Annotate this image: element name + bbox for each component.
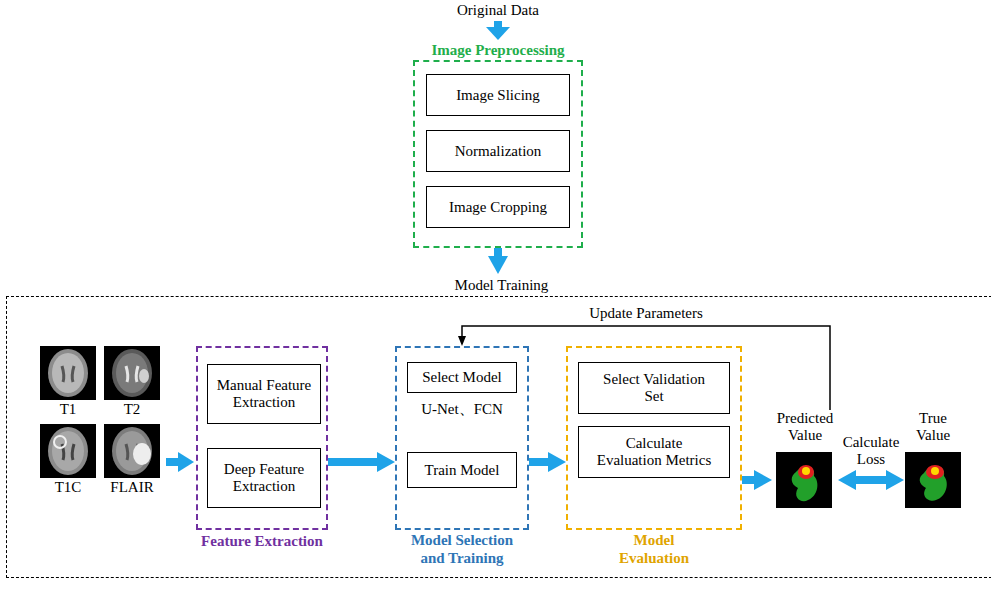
image-ground xyxy=(104,346,160,400)
box-label: Image Slicing xyxy=(456,87,540,104)
enhancing-region xyxy=(931,467,939,475)
edge-label: Calculate Loss xyxy=(837,434,905,468)
box-label: Normalization xyxy=(455,143,542,160)
box-label: Calculate Evaluation Metrics xyxy=(594,435,714,469)
lesion-ring xyxy=(54,436,66,448)
flow-arrow xyxy=(856,476,886,484)
brain-matter xyxy=(52,353,84,393)
box-label: Deep Feature Extraction xyxy=(212,461,316,495)
connector-group xyxy=(328,248,886,480)
process-box: Calculate Evaluation Metrics xyxy=(578,426,730,478)
ventricle xyxy=(62,366,74,382)
flow-arrow xyxy=(529,458,548,466)
segmentation-image xyxy=(776,452,832,508)
core-region xyxy=(926,465,944,479)
process-box: Train Model xyxy=(407,452,517,488)
group-box: Select ModelU-Net、FCN Train ModelModel Se… xyxy=(395,346,529,570)
arrow-head xyxy=(178,452,194,472)
process-box: Manual Feature Extraction xyxy=(207,364,321,424)
arrow-shaft xyxy=(166,458,179,466)
image-node: True Value xyxy=(904,410,962,510)
process-box: Select ModelU-Net、FCN xyxy=(407,362,517,428)
arrow-head xyxy=(486,27,510,40)
image-ground xyxy=(40,346,96,400)
modality-label: FLAIR xyxy=(110,479,153,496)
core-region xyxy=(798,465,814,479)
modality-label: T2 xyxy=(124,401,141,418)
brain-outline xyxy=(112,427,152,475)
lesion xyxy=(139,369,149,383)
edema-region xyxy=(920,466,947,501)
image-ground xyxy=(905,452,961,508)
box-label: Manual Feature Extraction xyxy=(212,377,316,411)
group-box: Manual Feature ExtractionDeep Feature Ex… xyxy=(196,346,328,552)
model-names: U-Net、FCN xyxy=(407,401,517,418)
group-heading: Model Training xyxy=(402,274,602,296)
mri-image xyxy=(104,424,160,478)
process-box: Image Cropping xyxy=(426,186,570,228)
lesion xyxy=(133,443,151,465)
group-box: Image SlicingNormalizationImage Cropping… xyxy=(413,40,583,248)
process-box: Select Validation Set xyxy=(578,362,730,414)
modality-label: T1 xyxy=(60,401,77,418)
image-heading: Predicted Value xyxy=(772,410,838,444)
arrow-shaft xyxy=(494,21,502,28)
mri-image xyxy=(104,346,160,400)
process-box: Image Slicing xyxy=(426,74,570,116)
enhancing-region xyxy=(802,467,810,475)
group-box: Manual Feature ExtractionDeep Feature Ex… xyxy=(6,274,991,578)
group-heading: Image Preprocessing xyxy=(413,40,583,60)
right-arrow xyxy=(166,452,194,472)
box-label: Train Model xyxy=(425,462,500,479)
box-label: Image Cropping xyxy=(449,199,547,216)
image-ground xyxy=(776,452,832,508)
brain-matter xyxy=(52,431,84,471)
flow-arrow xyxy=(742,476,754,484)
segmentation-image xyxy=(905,452,961,508)
image-ground xyxy=(40,424,96,478)
brain-outline xyxy=(112,349,152,397)
edge-label: Update Parameters xyxy=(587,305,705,322)
process-box: Deep Feature Extraction xyxy=(207,448,321,508)
box-label: Select Model xyxy=(407,362,517,393)
brain-outline xyxy=(48,427,88,475)
image-ground xyxy=(104,424,160,478)
brain-matter xyxy=(116,353,148,393)
modality-label: T1C xyxy=(55,479,82,496)
down-arrow xyxy=(486,21,510,40)
ventricle xyxy=(126,366,138,382)
process-box: Normalization xyxy=(426,130,570,172)
group-heading: Model Evaluation xyxy=(604,531,704,567)
brain-outline xyxy=(48,349,88,397)
group-heading: Model Selection and Training xyxy=(402,531,522,567)
image-node: Predicted Value xyxy=(772,410,838,510)
mri-image xyxy=(40,424,96,478)
mri-image xyxy=(40,346,96,400)
box-label: Select Validation Set xyxy=(594,371,714,405)
image-heading: True Value xyxy=(904,410,962,444)
flow-arrow xyxy=(328,458,377,466)
flow-arrow xyxy=(494,248,502,256)
group-heading: Feature Extraction xyxy=(196,531,328,551)
group-box: Select Validation SetCalculate Evaluatio… xyxy=(566,346,742,570)
source-label: Original Data xyxy=(457,2,539,19)
